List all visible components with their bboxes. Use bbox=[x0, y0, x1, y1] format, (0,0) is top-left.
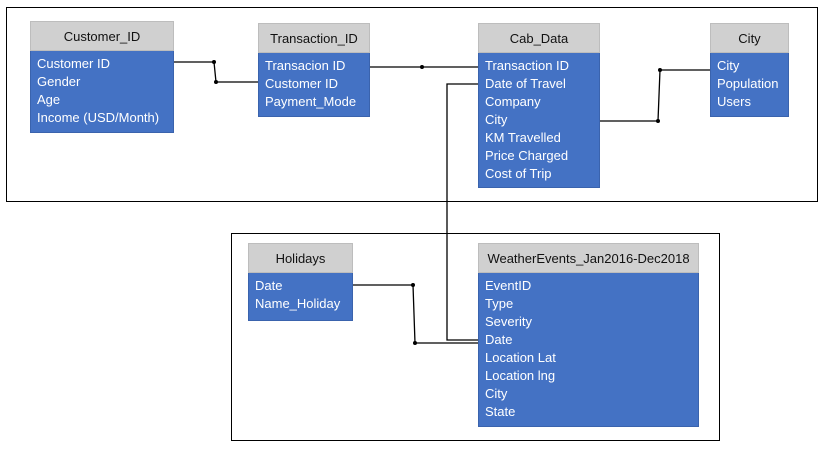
entity-customer[interactable]: Customer_ID Customer ID Gender Age Incom… bbox=[30, 21, 174, 133]
field: Severity bbox=[485, 314, 532, 329]
entity-transaction[interactable]: Transaction_ID Transacion ID Customer ID… bbox=[258, 23, 370, 117]
entity-cab-title: Cab_Data bbox=[478, 23, 600, 53]
field: Type bbox=[485, 296, 514, 311]
field: Transaction ID bbox=[485, 58, 570, 73]
entity-customer-title: Customer_ID bbox=[30, 21, 174, 51]
field: Name_Holiday bbox=[255, 296, 341, 311]
entity-transaction-title: Transaction_ID bbox=[258, 23, 370, 53]
field: Age bbox=[37, 92, 61, 107]
entity-weather-title: WeatherEvents_Jan2016-Dec2018 bbox=[478, 243, 699, 273]
field: EventID bbox=[485, 278, 532, 293]
field: Customer ID bbox=[37, 56, 110, 71]
field: Users bbox=[717, 94, 751, 109]
field: Gender bbox=[37, 74, 81, 89]
field: KM Travelled bbox=[485, 130, 561, 145]
field: City bbox=[485, 386, 508, 401]
field: Payment_Mode bbox=[265, 94, 357, 109]
field: Date bbox=[485, 332, 513, 347]
entity-cab-fields: Transaction ID Date of Travel Company Ci… bbox=[478, 53, 600, 188]
field: City bbox=[717, 58, 740, 73]
upper-group-frame bbox=[6, 7, 818, 202]
entity-city-fields: City Population Users bbox=[710, 53, 789, 117]
entity-holidays[interactable]: Holidays Date Name_Holiday bbox=[248, 243, 353, 321]
field: Transacion ID bbox=[265, 58, 346, 73]
field: Date of Travel bbox=[485, 76, 566, 91]
field: Income (USD/Month) bbox=[37, 110, 160, 125]
entity-holidays-fields: Date Name_Holiday bbox=[248, 273, 353, 321]
field: Customer ID bbox=[265, 76, 338, 91]
field: Price Charged bbox=[485, 148, 569, 163]
field: Location lng bbox=[485, 368, 556, 383]
field: State bbox=[485, 404, 516, 419]
entity-city-title: City bbox=[710, 23, 789, 53]
entity-cab[interactable]: Cab_Data Transaction ID Date of Travel C… bbox=[478, 23, 600, 188]
entity-city[interactable]: City City Population Users bbox=[710, 23, 789, 117]
entity-holidays-title: Holidays bbox=[248, 243, 353, 273]
field: Population bbox=[717, 76, 779, 91]
field: Date bbox=[255, 278, 283, 293]
field: Location Lat bbox=[485, 350, 556, 365]
entity-customer-fields: Customer ID Gender Age Income (USD/Month… bbox=[30, 51, 174, 133]
field: Cost of Trip bbox=[485, 166, 552, 181]
field: Company bbox=[485, 94, 541, 109]
field: City bbox=[485, 112, 508, 127]
entity-weather-fields: EventID Type Severity Date Location Lat … bbox=[478, 273, 699, 427]
entity-weather[interactable]: WeatherEvents_Jan2016-Dec2018 EventID Ty… bbox=[478, 243, 699, 427]
entity-transaction-fields: Transacion ID Customer ID Payment_Mode bbox=[258, 53, 370, 117]
